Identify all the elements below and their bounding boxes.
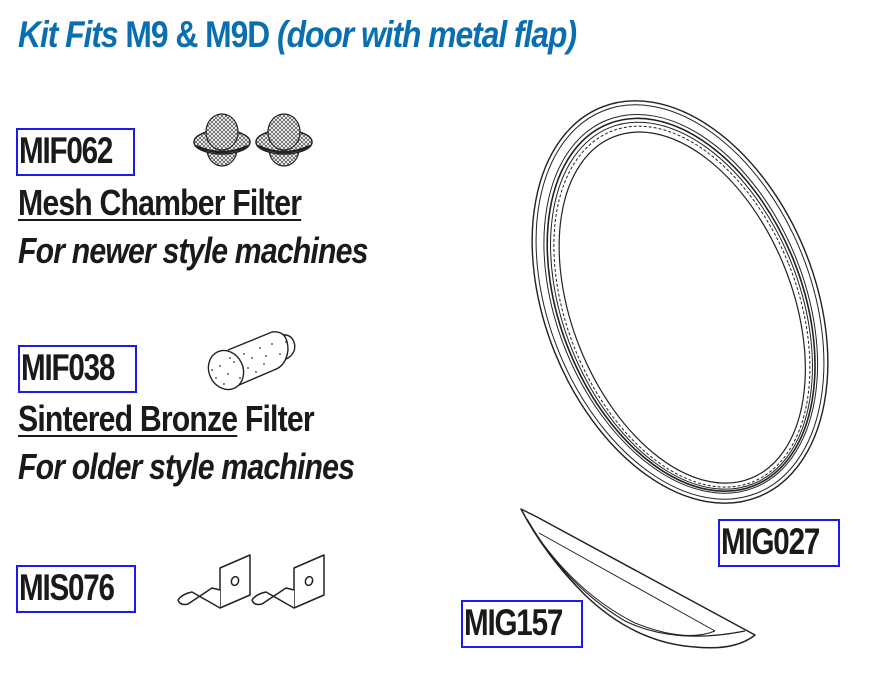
part-code-mig157: MIG157 [461, 600, 583, 648]
part-code-text: MIF062 [19, 130, 113, 171]
flap-gasket-icon [520, 508, 756, 649]
part-code-text: MIS076 [19, 567, 115, 608]
page-title: Kit Fits M9 & M9D (door with metal flap) [18, 14, 577, 56]
title-models: M9 & M9D [125, 14, 270, 55]
mesh-filter-icon [193, 113, 313, 167]
bracket-clip-icon [177, 554, 325, 609]
part-code-mif062: MIF062 [16, 128, 135, 176]
sintered-filter-icon [207, 331, 296, 391]
title-prefix: Kit Fits [18, 14, 119, 55]
part-name-underlined: Sintered Bronze [18, 398, 238, 439]
door-gasket-ring-icon [531, 100, 829, 504]
part-code-text: MIG027 [721, 521, 820, 562]
part-code-text: MIF038 [21, 347, 115, 388]
title-note: (door with metal flap) [277, 14, 577, 55]
part-name-mif062: Mesh Chamber Filter [18, 182, 302, 223]
part-code-mig027: MIG027 [718, 519, 840, 567]
part-name-rest: Filter [244, 398, 315, 439]
part-description-mif062: For newer style machines [18, 230, 368, 271]
part-code-mif038: MIF038 [18, 345, 137, 393]
part-name-mif038: Sintered Bronze Filter [18, 398, 315, 440]
part-code-text: MIG157 [464, 602, 563, 643]
part-code-mis076: MIS076 [16, 565, 136, 613]
part-description-mif038: For older style machines [18, 446, 355, 487]
